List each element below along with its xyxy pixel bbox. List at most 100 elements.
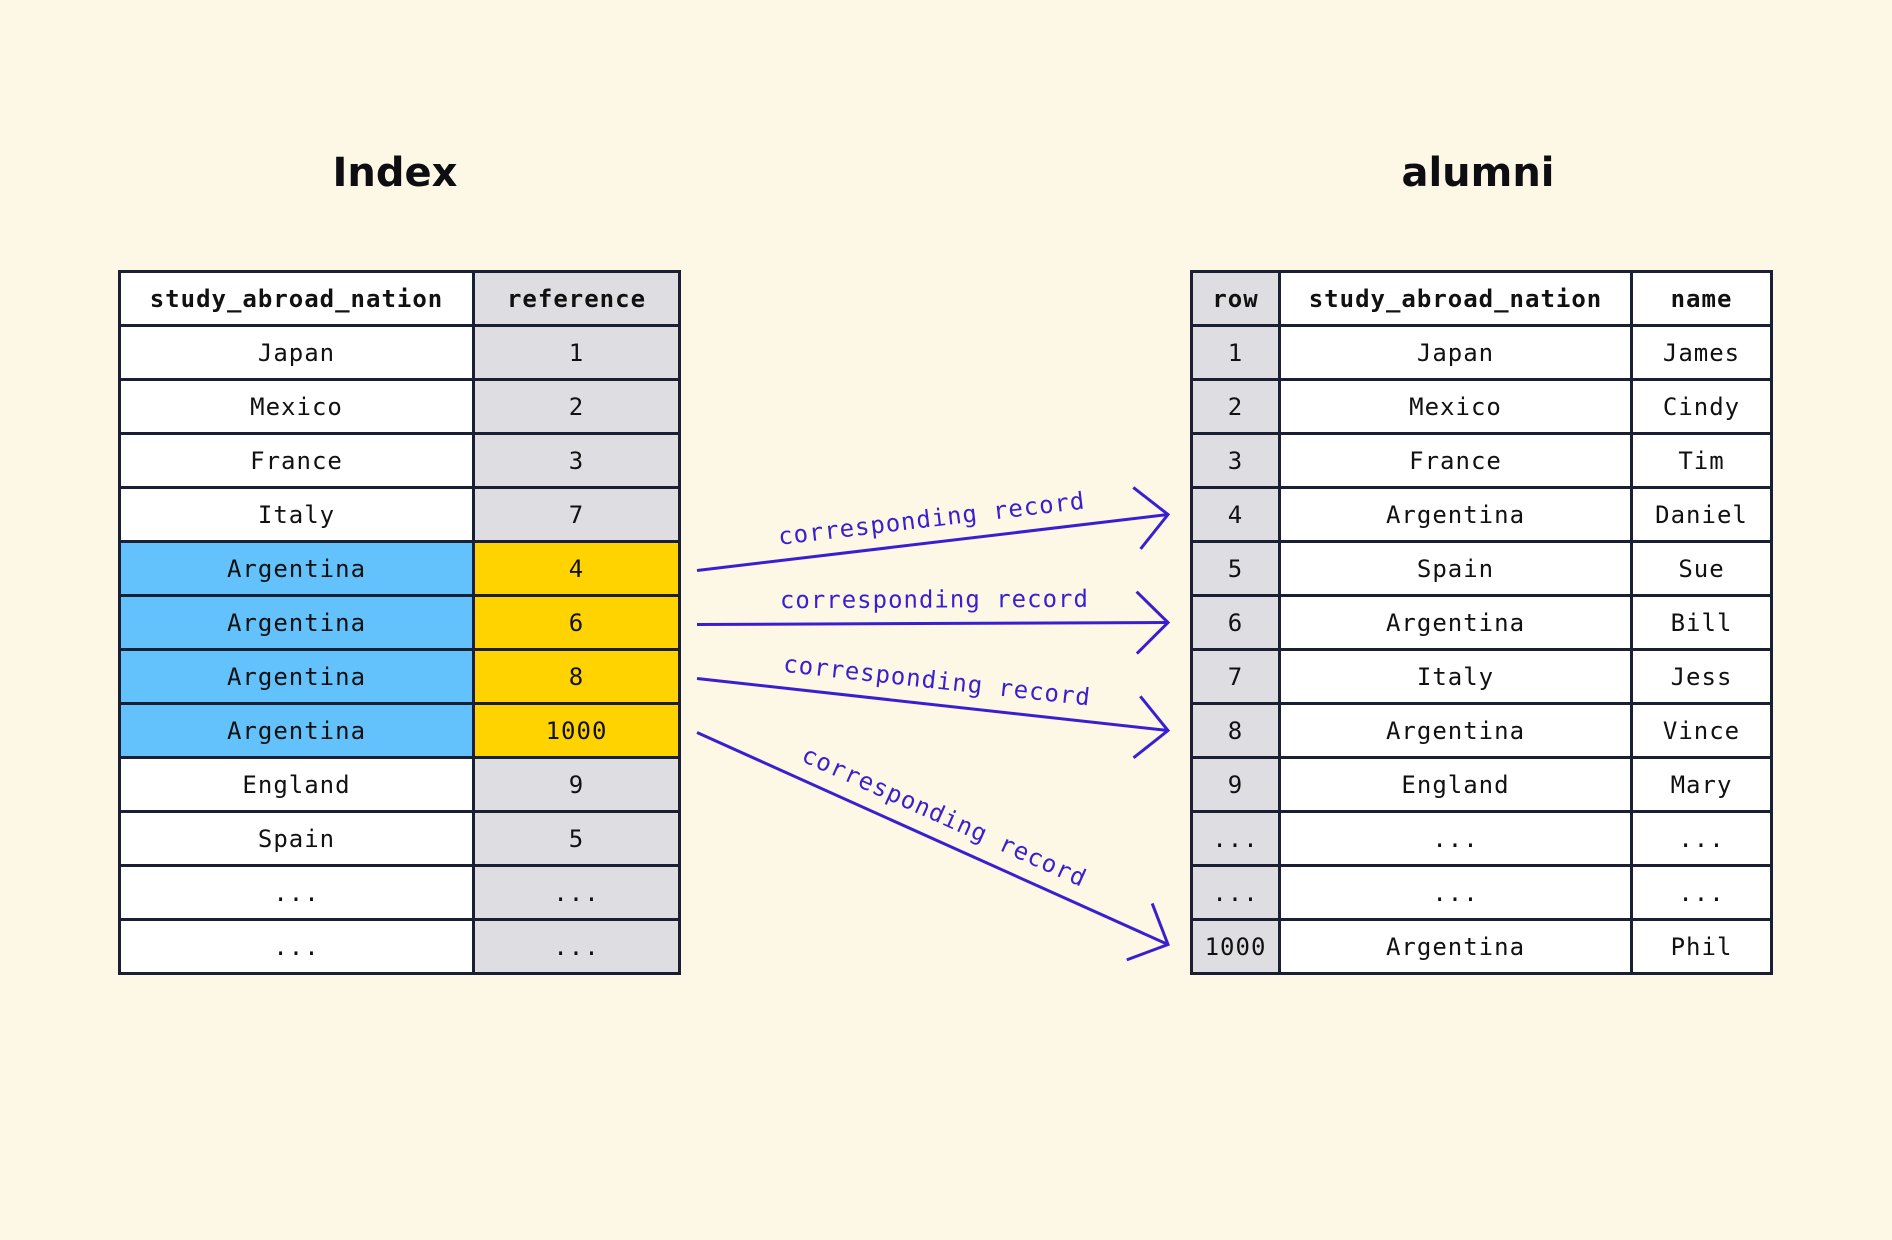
- alumni-cell-row-number: 4: [1190, 486, 1281, 543]
- index-cell-nation: ...: [118, 918, 475, 975]
- alumni-cell-row-number: 1: [1190, 324, 1281, 381]
- arrow-head: [1135, 590, 1171, 655]
- index-header-row: study_abroad_nation reference: [118, 270, 681, 327]
- alumni-cell-nation: Argentina: [1278, 918, 1633, 975]
- alumni-cell-name: Sue: [1630, 540, 1773, 597]
- arrow-head: [1126, 902, 1170, 962]
- index-cell-reference: 2: [472, 378, 681, 435]
- arrow-head: [1132, 695, 1171, 760]
- index-cell-nation: England: [118, 756, 475, 813]
- alumni-cell-row-number: 6: [1190, 594, 1281, 651]
- alumni-cell-name: James: [1630, 324, 1773, 381]
- alumni-cell-name: ...: [1630, 810, 1773, 867]
- index-cell-reference: 1: [472, 324, 681, 381]
- alumni-cell-row-number: 9: [1190, 756, 1281, 813]
- index-cell-reference: 8: [472, 648, 681, 705]
- alumni-cell-row-number: 2: [1190, 378, 1281, 435]
- index-cell-reference: 4: [472, 540, 681, 597]
- alumni-cell-nation: ...: [1278, 864, 1633, 921]
- index-cell-nation: Argentina: [118, 648, 475, 705]
- alumni-cell-nation: Italy: [1278, 648, 1633, 705]
- index-cell-reference: 1000: [472, 702, 681, 759]
- index-cell-nation: Argentina: [118, 702, 475, 759]
- index-cell-reference: 6: [472, 594, 681, 651]
- alumni-cell-name: ...: [1630, 864, 1773, 921]
- index-row: ......: [118, 864, 681, 921]
- index-cell-reference: ...: [472, 918, 681, 975]
- arrow-line: [696, 731, 1169, 946]
- alumni-cell-row-number: 7: [1190, 648, 1281, 705]
- index-cell-reference: ...: [472, 864, 681, 921]
- arrow-line: [696, 513, 1169, 572]
- index-cell-reference: 9: [472, 756, 681, 813]
- index-cell-nation: Spain: [118, 810, 475, 867]
- alumni-cell-nation: Spain: [1278, 540, 1633, 597]
- index-cell-reference: 5: [472, 810, 681, 867]
- arrow-label: corresponding record: [780, 585, 1089, 614]
- alumni-cell-name: Bill: [1630, 594, 1773, 651]
- alumni-header-name: name: [1630, 270, 1773, 327]
- alumni-cell-name: Vince: [1630, 702, 1773, 759]
- arrow-head: [1132, 486, 1171, 550]
- alumni-cell-name: Daniel: [1630, 486, 1773, 543]
- alumni-title: alumni: [1401, 150, 1555, 196]
- arrow-line: [696, 621, 1169, 626]
- alumni-cell-nation: Japan: [1278, 324, 1633, 381]
- alumni-header-nation: study_abroad_nation: [1278, 270, 1633, 327]
- alumni-row: .........: [1190, 864, 1773, 921]
- index-cell-nation: Argentina: [118, 594, 475, 651]
- index-header-nation: study_abroad_nation: [118, 270, 475, 327]
- alumni-cell-nation: Argentina: [1278, 702, 1633, 759]
- alumni-cell-name: Tim: [1630, 432, 1773, 489]
- alumni-cell-nation: France: [1278, 432, 1633, 489]
- alumni-cell-row-number: ...: [1190, 864, 1281, 921]
- index-cell-nation: Argentina: [118, 540, 475, 597]
- alumni-header-row: row study_abroad_nation name: [1190, 270, 1773, 327]
- alumni-cell-row-number: 5: [1190, 540, 1281, 597]
- alumni-cell-nation: Argentina: [1278, 486, 1633, 543]
- alumni-cell-row-number: ...: [1190, 810, 1281, 867]
- index-header-reference: reference: [472, 270, 681, 327]
- index-title: Index: [332, 150, 458, 196]
- alumni-cell-row-number: 3: [1190, 432, 1281, 489]
- alumni-cell-name: Jess: [1630, 648, 1773, 705]
- index-cell-nation: Italy: [118, 486, 475, 543]
- index-cell-nation: ...: [118, 864, 475, 921]
- alumni-cell-nation: England: [1278, 756, 1633, 813]
- index-cell-nation: Japan: [118, 324, 475, 381]
- arrow-label: corresponding record: [798, 740, 1091, 892]
- alumni-cell-name: Phil: [1630, 918, 1773, 975]
- alumni-cell-nation: Mexico: [1278, 378, 1633, 435]
- alumni-cell-nation: Argentina: [1278, 594, 1633, 651]
- arrow-line: [696, 677, 1169, 732]
- index-cell-nation: Mexico: [118, 378, 475, 435]
- alumni-cell-row-number: 8: [1190, 702, 1281, 759]
- index-cell-reference: 7: [472, 486, 681, 543]
- alumni-header-row-number: row: [1190, 270, 1281, 327]
- alumni-cell-name: Mary: [1630, 756, 1773, 813]
- alumni-cell-nation: ...: [1278, 810, 1633, 867]
- index-row: ......: [118, 918, 681, 975]
